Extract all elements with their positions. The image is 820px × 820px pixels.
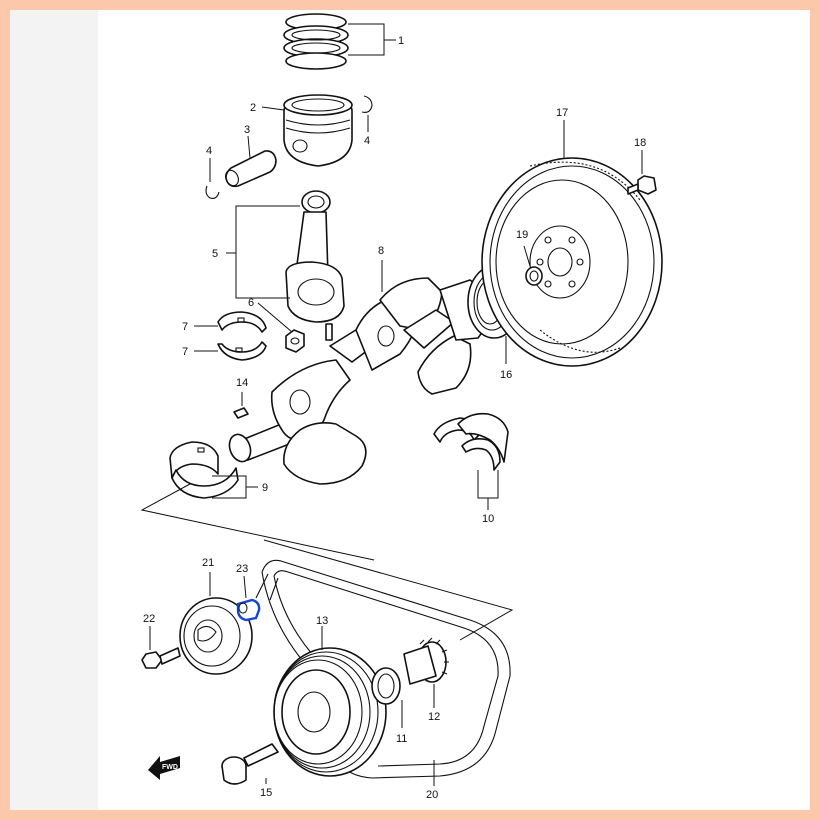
callout-22: 22 (143, 613, 155, 625)
thrust-bearing (433, 412, 509, 471)
piston-pin-circlip-left (205, 185, 220, 199)
callout-15: 15 (260, 787, 272, 799)
callout-1: 1 (398, 35, 404, 47)
idler-spacer (236, 598, 261, 622)
crank-timing-sprocket (403, 637, 449, 685)
callout-7b: 7 (182, 346, 188, 358)
drive-belt (255, 559, 511, 779)
callout-16: 16 (500, 369, 512, 381)
callout-19: 19 (516, 229, 528, 241)
callout-3: 3 (244, 124, 250, 136)
callout-5: 5 (212, 248, 218, 260)
callout-13: 13 (316, 615, 328, 627)
pilot-bearing (525, 266, 543, 286)
callout-12: 12 (428, 711, 440, 723)
pulley-bolt (221, 743, 279, 785)
piston-ring-set (283, 13, 349, 70)
flywheel-bolt (627, 175, 657, 195)
callout-21: 21 (202, 557, 214, 569)
callout-17: 17 (556, 107, 568, 119)
callout-18: 18 (634, 137, 646, 149)
flywheel (481, 157, 663, 367)
callout-7a: 7 (182, 321, 188, 333)
callout-9: 9 (262, 482, 268, 494)
callout-8: 8 (378, 245, 384, 257)
piston (283, 94, 353, 167)
crankshaft-pulley (273, 647, 387, 777)
idler-bolt (141, 647, 181, 669)
callout-11: 11 (396, 733, 407, 745)
connecting-rod-bearing-lower (217, 341, 267, 361)
piston-pin (225, 150, 277, 188)
fwd-label: FWD (162, 764, 178, 771)
crankshaft (228, 277, 505, 485)
callout-4b: 4 (364, 135, 370, 147)
main-bearing (169, 441, 239, 499)
connecting-rod (285, 190, 345, 341)
left-margin-strip (10, 10, 98, 810)
callout-4a: 4 (206, 145, 212, 157)
forward-arrow-icon: FWD (148, 756, 180, 780)
callout-2: 2 (250, 102, 256, 114)
sprocket-washer (371, 667, 401, 705)
idler-pulley (179, 597, 253, 675)
connecting-rod-nut (285, 329, 305, 353)
callout-23: 23 (236, 563, 248, 575)
callout-6: 6 (248, 297, 254, 309)
callout-20: 20 (426, 789, 438, 801)
piston-pin-circlip-right (361, 95, 373, 113)
key (233, 407, 249, 419)
callout-10: 10 (482, 513, 494, 525)
callout-14: 14 (236, 377, 248, 389)
connecting-rod-bearing-upper (217, 311, 267, 333)
